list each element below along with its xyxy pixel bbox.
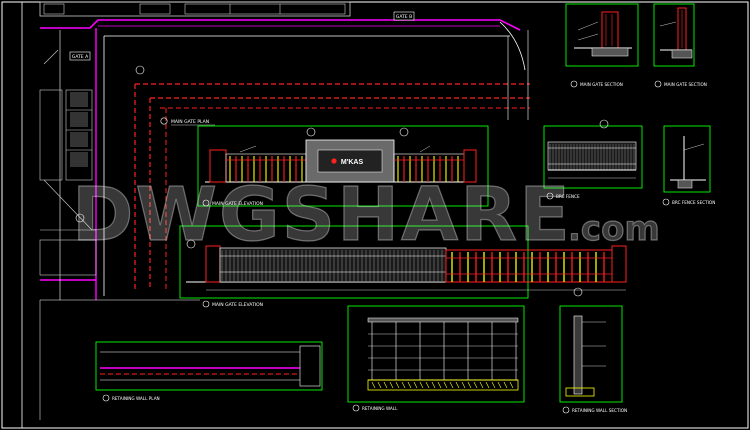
hatch-line xyxy=(437,381,442,389)
hatch-line xyxy=(395,381,400,389)
main-gate-section-2-label: MAIN GATE SECTION xyxy=(664,82,707,87)
hatch-line xyxy=(443,381,448,389)
hatch-line xyxy=(371,381,376,389)
hatch-line xyxy=(509,381,514,389)
main-gate-section-1: MAIN GATE SECTION xyxy=(565,3,639,88)
hatch-line xyxy=(455,381,460,389)
site-plan: GATE B GATE A xyxy=(39,1,530,420)
brc-fence-label: BRC FENCE xyxy=(556,194,580,199)
retaining-wall-plan: RETAINING WALL PLAN xyxy=(95,341,323,402)
retaining-wall-section-label: RETAINING WALL SECTION xyxy=(572,408,627,413)
hatch-line xyxy=(413,381,418,389)
hatch-line xyxy=(383,381,388,389)
retaining-wall-label: RETAINING WALL xyxy=(362,406,398,411)
hatch-line xyxy=(401,381,406,389)
hatch-line xyxy=(389,381,394,389)
main-gate-section-1-label: MAIN GATE SECTION xyxy=(580,82,623,87)
hatch-line xyxy=(473,381,478,389)
hatch-line xyxy=(491,381,496,389)
hatch-line xyxy=(461,381,466,389)
main-gate-elevation-1-label: MAIN GATE ELEVATION xyxy=(212,201,263,207)
retaining-wall-section: RETAINING WALL SECTION xyxy=(559,305,627,414)
hatch-line xyxy=(377,381,382,389)
retaining-wall: RETAINING WALL xyxy=(347,305,525,412)
hatch-line xyxy=(449,381,454,389)
sign-text: M'KAS xyxy=(341,159,364,166)
brc-fence-section-label: BRC FENCE SECTION xyxy=(672,200,715,205)
main-gate-elevation-2-label: MAIN GATE ELEVATION xyxy=(212,302,263,308)
hatch-line xyxy=(467,381,472,389)
main-gate-elevation-upper: M'KAS MAIN GATE ELEVATION xyxy=(197,125,489,207)
watermark-suffix: .com xyxy=(568,209,660,249)
brc-fence-section: BRC FENCE SECTION xyxy=(662,125,715,206)
hatch-line xyxy=(431,381,436,389)
main-gate-elevation-lower: MAIN GATE ELEVATION xyxy=(179,225,627,308)
retaining-wall-plan-label: RETAINING WALL PLAN xyxy=(112,396,160,401)
dwgshare-watermark: DWGSHARE .com xyxy=(71,171,660,258)
main-gate-plan-title: MAIN GATE PLAN xyxy=(160,117,215,126)
hatch-line xyxy=(419,381,424,389)
hatch-line xyxy=(485,381,490,389)
hatch-line xyxy=(479,381,484,389)
hatch-line xyxy=(497,381,502,389)
main-gate-section-2: MAIN GATE SECTION xyxy=(653,3,707,88)
gate-b-tag: GATE B xyxy=(396,14,412,20)
main-gate-plan-label: MAIN GATE PLAN xyxy=(171,119,209,125)
brc-fence: BRC FENCE xyxy=(543,119,643,200)
watermark-text: DWGSHARE xyxy=(72,172,572,258)
hatch-line xyxy=(425,381,430,389)
hatch-line xyxy=(503,381,508,389)
gate-a-tag: GATE A xyxy=(72,54,89,60)
hatch-line xyxy=(407,381,412,389)
